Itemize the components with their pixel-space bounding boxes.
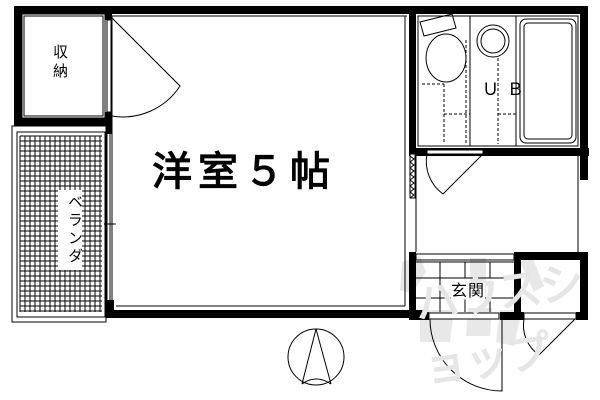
inner-lines xyxy=(21,13,579,308)
storage-label: 収納 xyxy=(51,44,69,82)
closet-door xyxy=(522,312,577,356)
watermark-shapes xyxy=(400,256,544,346)
entrance-floor xyxy=(415,253,515,312)
main-room-label: 洋室５帖 xyxy=(152,149,336,195)
walls xyxy=(14,6,589,320)
unit-bath-label: ＵＢ xyxy=(482,80,532,100)
unit-bath-fixtures xyxy=(419,13,577,146)
entrance-label: 玄関 xyxy=(451,281,486,300)
entrance-door xyxy=(428,312,503,392)
compass-icon xyxy=(287,328,345,386)
veranda-label: ベランダ xyxy=(58,190,84,270)
storage-door xyxy=(106,17,181,118)
zigzag-hatch xyxy=(409,153,416,199)
bath-door xyxy=(425,149,484,195)
